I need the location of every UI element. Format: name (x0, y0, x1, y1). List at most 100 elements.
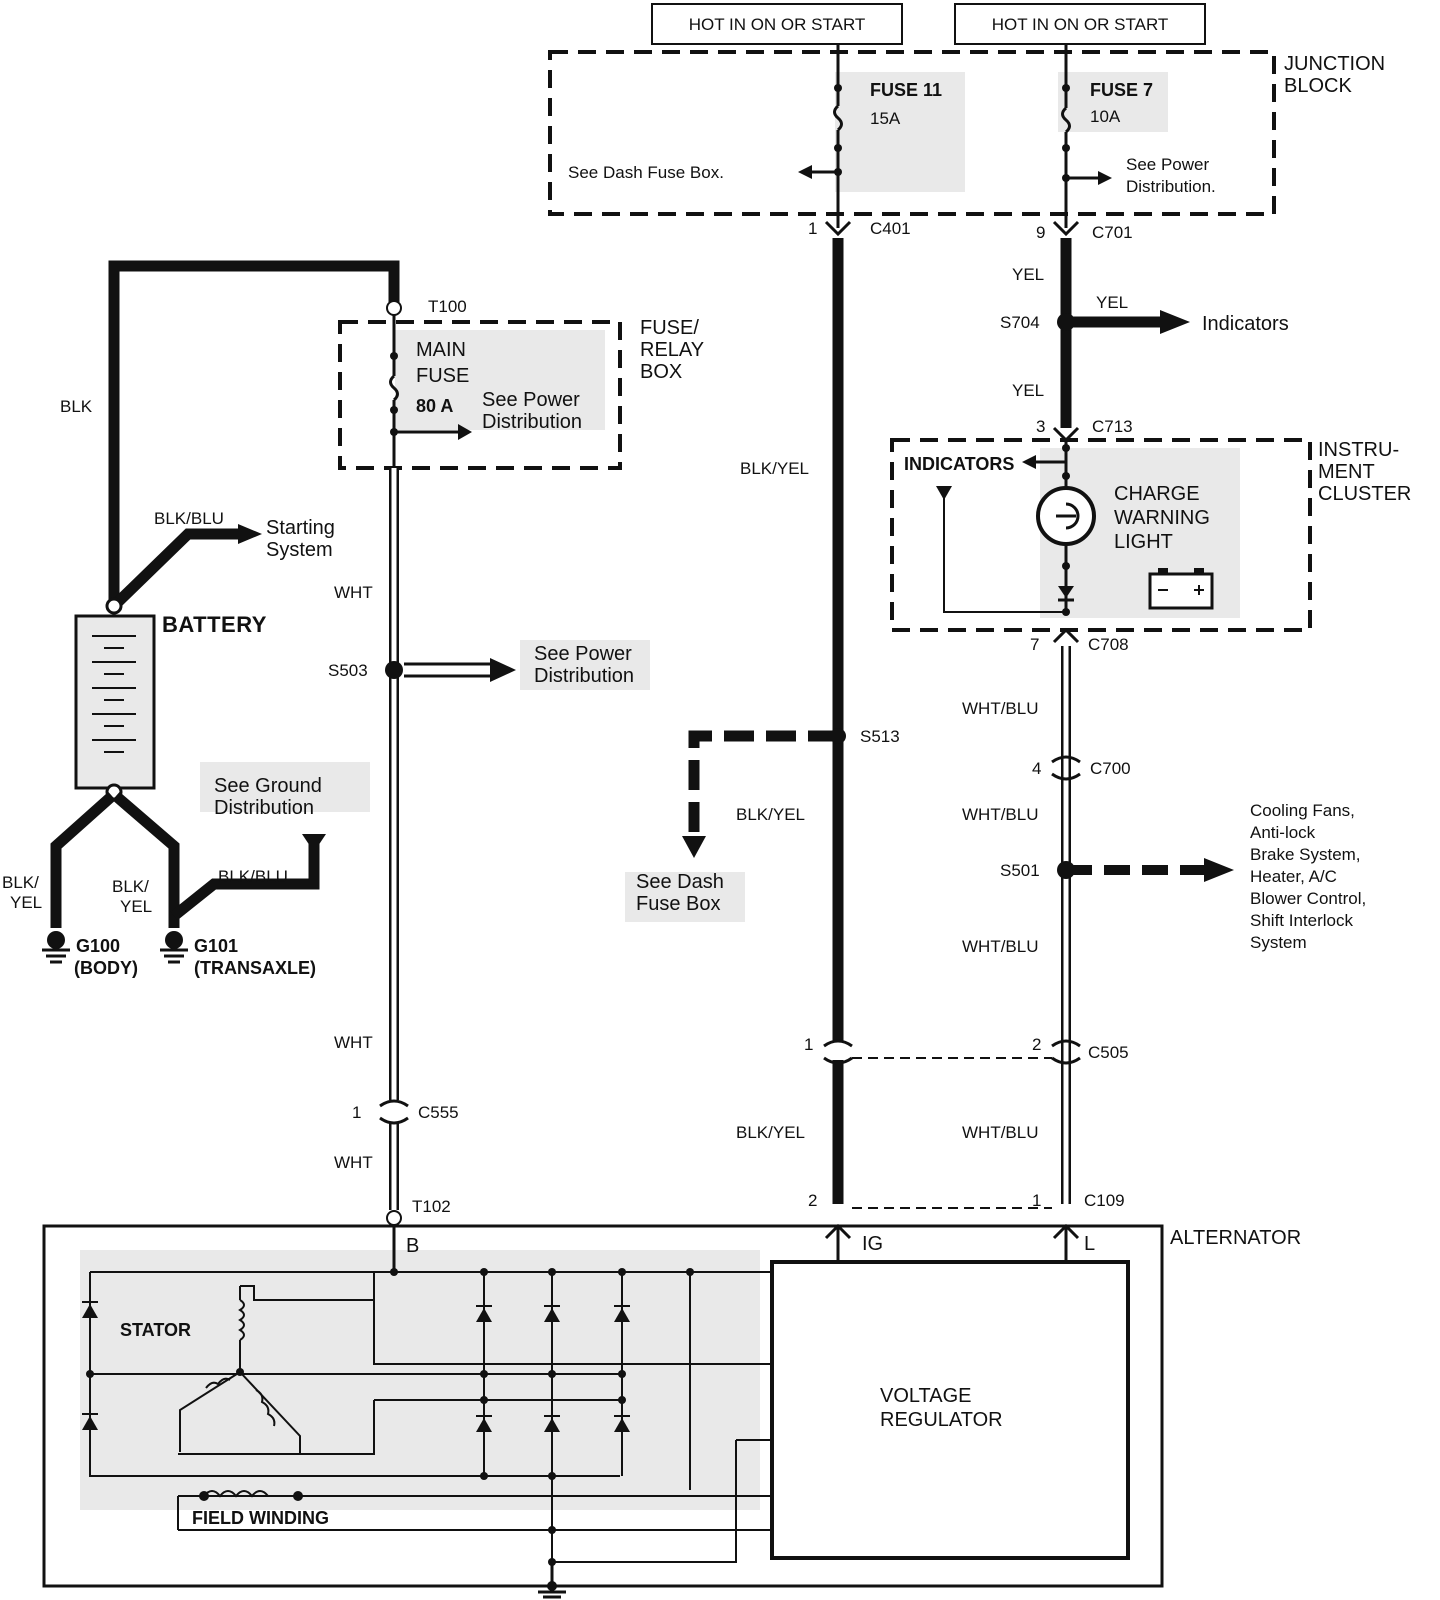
battery-icon (74, 614, 156, 790)
alternator (42, 1224, 1164, 1588)
s513-label: S513 (860, 727, 900, 746)
fuse-7-rating: 10A (1090, 107, 1121, 126)
wire-blk-yel-1: BLK/YEL (740, 459, 809, 478)
wire-blk-blu-gnd: BLK/BLU (218, 867, 288, 886)
c109-pin-b: 1 (1032, 1191, 1041, 1210)
s503-label: S503 (328, 661, 368, 680)
wire-blk-yel-g100-1: BLK/ (2, 873, 39, 892)
wire-blk-yel-g101-1: BLK/ (112, 877, 149, 896)
t100-label: T100 (428, 297, 467, 316)
c505-pin-b: 2 (1032, 1035, 1041, 1054)
instrument-cluster-label-3: CLUSTER (1318, 483, 1411, 505)
wire-blk-blu-start: BLK/BLU (154, 509, 224, 528)
wire-yel-2: YEL (1096, 293, 1128, 312)
svg-text:Anti-lock: Anti-lock (1250, 823, 1316, 842)
c109-pin-a: 2 (808, 1191, 817, 1210)
c701-pin: 9 (1036, 223, 1045, 242)
wire-wht-blu-2: WHT/BLU (962, 805, 1039, 824)
wire-blk-yel-g100-2: YEL (10, 893, 42, 912)
instrument-cluster-label-1: INSTRU- (1318, 439, 1399, 461)
indicators-s704: Indicators (1202, 313, 1289, 335)
charge-warning-light-1: CHARGE (1114, 483, 1200, 505)
see-ground-dist-1: See Ground (214, 775, 322, 797)
fuse-relay-box-2: RELAY (640, 339, 704, 361)
svg-text:Brake System,: Brake System, (1250, 845, 1361, 864)
field-winding-icon (177, 1490, 303, 1530)
main-fuse-3: 80 A (416, 396, 453, 416)
see-power-dist-s503-2: Distribution (534, 665, 634, 687)
wire-wht-3: WHT (334, 1153, 373, 1172)
c401-pin: 1 (808, 219, 817, 238)
fuse-11-name: FUSE 11 (870, 80, 942, 100)
indicators-cluster: INDICATORS (904, 454, 1014, 474)
see-power-dist-top-2: Distribution. (1126, 177, 1216, 196)
s501-loads: Cooling Fans, Anti-lock Brake System, He… (1250, 801, 1366, 952)
s501-label: S501 (1000, 861, 1040, 880)
charge-warning-light-3: LIGHT (1114, 531, 1173, 553)
fuse-11-rating: 15A (870, 109, 901, 128)
see-power-dist-fuse-1: See Power (482, 389, 580, 411)
see-ground-dist-2: Distribution (214, 797, 314, 819)
c708-pin: 7 (1030, 635, 1039, 654)
ground-g101-icon (160, 931, 188, 964)
s704-label: S704 (1000, 313, 1040, 332)
alternator-ground-icon (538, 1581, 566, 1599)
g101-label-1: G101 (194, 936, 238, 956)
stator-icon (179, 1285, 374, 1454)
see-dash-fuse-box-s513-1: See Dash (636, 871, 724, 893)
stator-label: STATOR (120, 1320, 191, 1340)
g101-label-2: (TRANSAXLE) (194, 958, 316, 978)
hot-label-1: HOT IN ON OR START (689, 15, 866, 34)
wire-wht-blu-3: WHT/BLU (962, 937, 1039, 956)
g100-label-2: (BODY) (74, 958, 138, 978)
junction-block-label-1: JUNCTION (1284, 53, 1385, 75)
c708-label: C708 (1088, 635, 1129, 654)
wire-wht-blu-4: WHT/BLU (962, 1123, 1039, 1142)
c555-label: C555 (418, 1103, 459, 1122)
voltage-regulator-2: REGULATOR (880, 1409, 1003, 1431)
svg-text:Cooling Fans,: Cooling Fans, (1250, 801, 1355, 820)
see-dash-fuse-box-top: See Dash Fuse Box. (568, 163, 724, 182)
main-fuse-1: MAIN (416, 339, 466, 361)
wire-blk-yel-g101-2: YEL (120, 897, 152, 916)
alternator-label: ALTERNATOR (1170, 1227, 1301, 1249)
rectifier-diodes (82, 1301, 630, 1432)
field-winding-label: FIELD WINDING (192, 1508, 329, 1528)
ground-g100-icon (42, 931, 70, 964)
wire-blk-yel-2: BLK/YEL (736, 805, 805, 824)
fuse-7: FUSE 7 10A (1061, 70, 1153, 228)
wire-yel-3: YEL (1012, 381, 1044, 400)
fuse-7-name: FUSE 7 (1090, 80, 1153, 100)
c700-pin: 4 (1032, 759, 1041, 778)
hot-label-2: HOT IN ON OR START (992, 15, 1169, 34)
wire-blk-yel-3: BLK/YEL (736, 1123, 805, 1142)
c701-label: C701 (1092, 223, 1133, 242)
fuse-relay-box-3: BOX (640, 361, 682, 383)
terminal-l: L (1084, 1233, 1095, 1255)
c700-label: C700 (1090, 759, 1131, 778)
charge-warning-light-2: WARNING (1114, 507, 1210, 529)
junction-block-label-2: BLOCK (1284, 75, 1352, 97)
c505-label: C505 (1088, 1043, 1129, 1062)
see-power-dist-top-1: See Power (1126, 155, 1209, 174)
terminal-ig: IG (862, 1233, 883, 1255)
wire-wht-2: WHT (334, 1033, 373, 1052)
main-fuse-2: FUSE (416, 365, 469, 387)
c109-label: C109 (1084, 1191, 1125, 1210)
c505-pin-a: 1 (804, 1035, 813, 1054)
junction-block (548, 50, 1276, 216)
svg-text:Heater, A/C: Heater, A/C (1250, 867, 1337, 886)
voltage-regulator (770, 1260, 1130, 1560)
voltage-regulator-1: VOLTAGE (880, 1385, 972, 1407)
wire-wht-1: WHT (334, 583, 373, 602)
g100-label-1: G100 (76, 936, 120, 956)
instrument-cluster-label-2: MENT (1318, 461, 1375, 483)
see-power-dist-fuse-2: Distribution (482, 411, 582, 433)
svg-text:Shift Interlock: Shift Interlock (1250, 911, 1353, 930)
see-power-dist-s503-1: See Power (534, 643, 632, 665)
wire-yel-1: YEL (1012, 265, 1044, 284)
svg-text:System: System (1250, 933, 1307, 952)
c555-pin: 1 (352, 1103, 361, 1122)
c401-label: C401 (870, 219, 911, 238)
